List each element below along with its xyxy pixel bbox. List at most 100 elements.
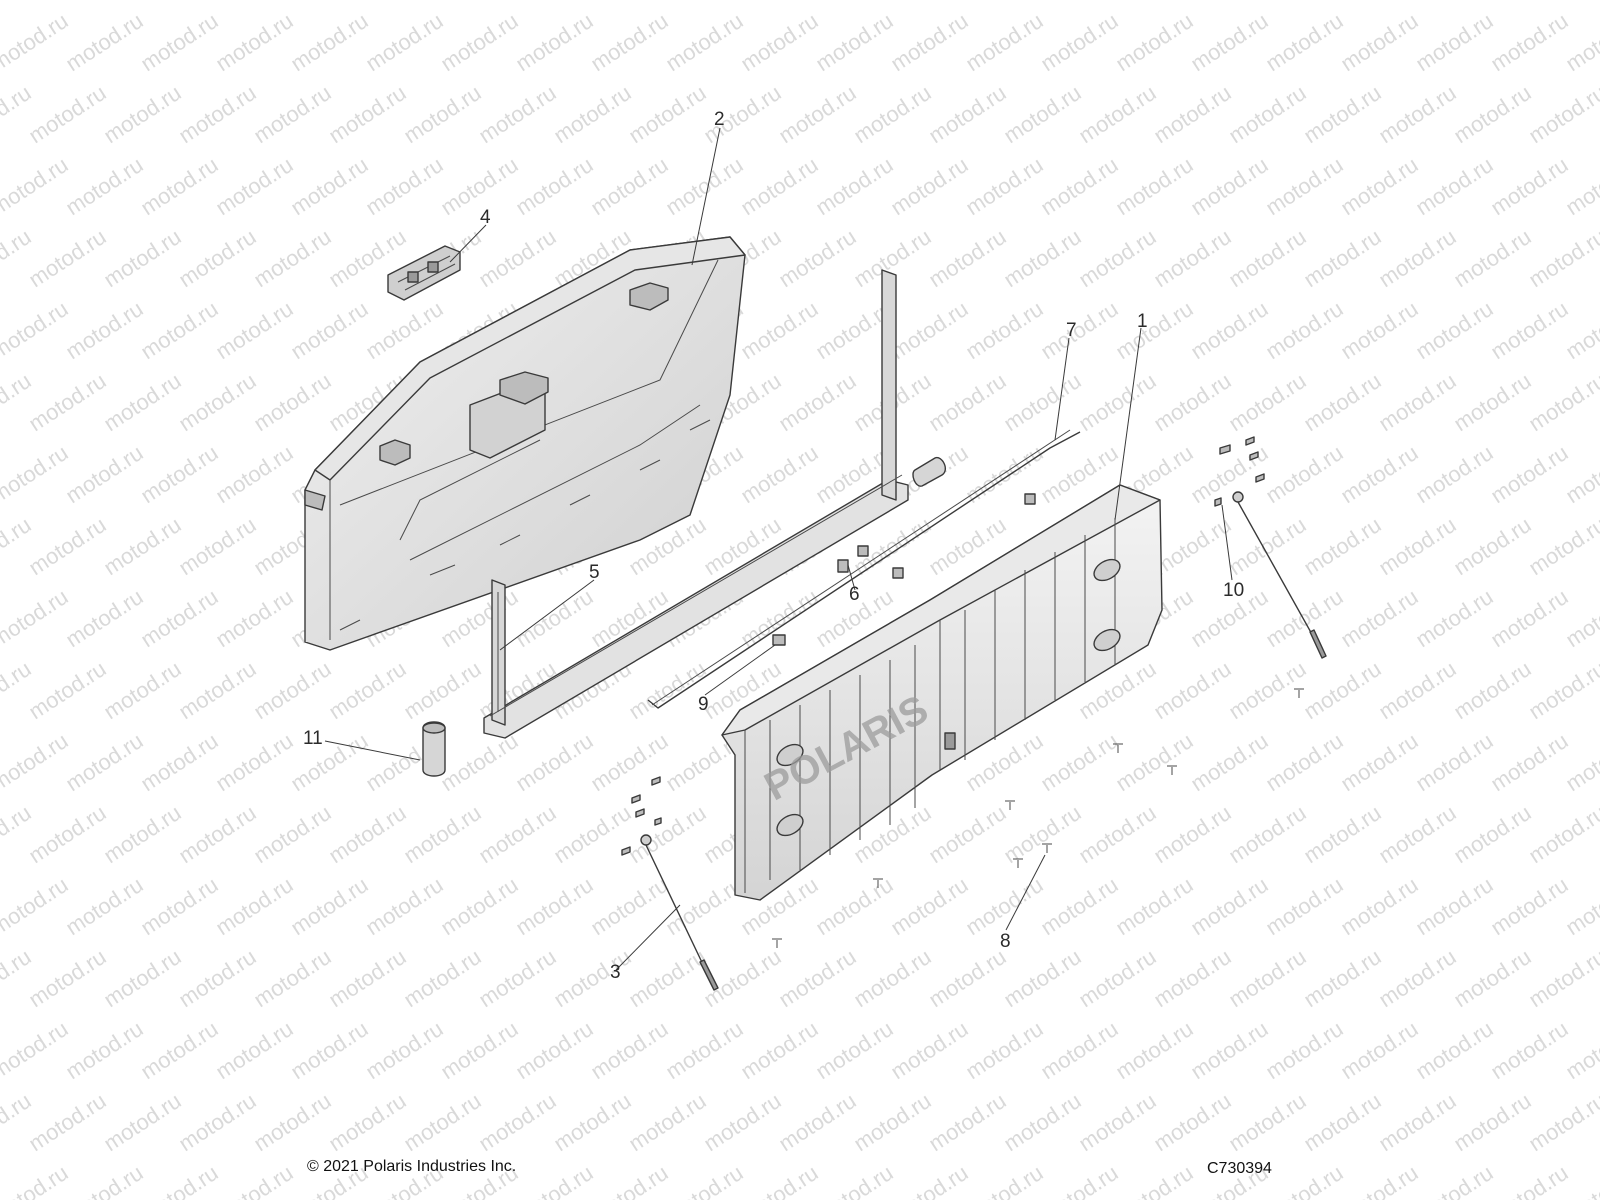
callout-2: 2: [714, 109, 725, 130]
watermark-text: motod.ru: [1411, 584, 1497, 652]
callout-10: 10: [1223, 580, 1244, 601]
watermark-text: motod.ru: [99, 80, 185, 148]
watermark-text: motod.ru: [99, 512, 185, 580]
watermark-text: motod.ru: [1524, 80, 1600, 148]
watermark-text: motod.ru: [511, 584, 597, 652]
watermark-text: motod.ru: [549, 800, 635, 868]
watermark-text: motod.ru: [1411, 8, 1497, 76]
watermark-text: motod.ru: [961, 296, 1047, 364]
watermark-text: motod.ru: [1449, 656, 1535, 724]
watermark-text: motod.ru: [286, 8, 372, 76]
watermark-text: motod.ru: [624, 0, 710, 4]
watermark-text: motod.ru: [136, 152, 222, 220]
callout-3: 3: [610, 962, 621, 983]
watermark-text: motod.ru: [1036, 1160, 1122, 1200]
watermark-text: motod.ru: [549, 1088, 635, 1156]
watermark-text: motod.ru: [1149, 80, 1235, 148]
part-inner-panel: [304, 236, 746, 651]
watermark-text: motod.ru: [961, 872, 1047, 940]
watermark-text: motod.ru: [61, 296, 147, 364]
watermark-text: motod.ru: [211, 8, 297, 76]
watermark-text: motod.ru: [24, 656, 110, 724]
watermark-text: motod.ru: [61, 872, 147, 940]
watermark-text: motod.ru: [811, 152, 897, 220]
watermark-text: motod.ru: [1449, 1088, 1535, 1156]
watermark-text: motod.ru: [886, 1016, 972, 1084]
watermark-text: motod.ru: [999, 80, 1085, 148]
watermark-text: motod.ru: [774, 1088, 860, 1156]
watermark-text: motod.ru: [1486, 440, 1572, 508]
watermark-text: motod.ru: [1074, 1088, 1160, 1156]
watermark-text: motod.ru: [1261, 1016, 1347, 1084]
watermark-text: motod.ru: [61, 440, 147, 508]
watermark-text: motod.ru: [136, 1160, 222, 1200]
watermark-text: motod.ru: [136, 728, 222, 796]
callout-numbers: 1 2 3 4 5 6 7 8 9 10 11: [303, 109, 1244, 983]
watermark-text: motod.ru: [1486, 8, 1572, 76]
watermark-text: motod.ru: [1486, 1160, 1572, 1200]
watermark-text: motod.ru: [1449, 0, 1535, 4]
watermark-text: motod.ru: [736, 440, 822, 508]
watermark-text: motod.ru: [624, 80, 710, 148]
part-cables: [640, 491, 1327, 991]
watermark-text: motod.ru: [774, 80, 860, 148]
watermark-text: motod.ru: [1149, 1088, 1235, 1156]
watermark-text: motod.ru: [1261, 584, 1347, 652]
watermark-text: motod.ru: [1074, 944, 1160, 1012]
watermark-text: motod.ru: [61, 584, 147, 652]
watermark-text: motod.ru: [174, 800, 260, 868]
watermark-text: motod.ru: [1561, 440, 1600, 508]
watermark-text: motod.ru: [1186, 1016, 1272, 1084]
part-latch: [387, 245, 461, 301]
callout-11: 11: [303, 728, 323, 749]
watermark-text: motod.ru: [549, 0, 635, 4]
watermark-text: motod.ru: [1224, 368, 1310, 436]
watermark-text: motod.ru: [1036, 296, 1122, 364]
watermark-text: motod.ru: [436, 8, 522, 76]
watermark-text: motod.ru: [999, 944, 1085, 1012]
watermark-text: motod.ru: [99, 0, 185, 4]
watermark-text: motod.ru: [399, 1088, 485, 1156]
watermark-text: motod.ru: [249, 0, 335, 4]
watermark-text: motod.ru: [1374, 80, 1460, 148]
watermark-text: motod.ru: [1299, 80, 1385, 148]
watermark-text: motod.ru: [174, 224, 260, 292]
watermark-text: motod.ru: [474, 224, 560, 292]
watermark-text: motod.ru: [1486, 1016, 1572, 1084]
watermark-text: motod.ru: [249, 80, 335, 148]
watermark-text: motod.ru: [661, 152, 747, 220]
watermark-text: motod.ru: [24, 512, 110, 580]
watermark-text: motod.ru: [699, 80, 785, 148]
watermark-text: motod.ru: [1411, 296, 1497, 364]
watermark-text: motod.ru: [361, 872, 447, 940]
watermark-text: motod.ru: [286, 152, 372, 220]
watermark-text: motod.ru: [661, 1016, 747, 1084]
watermark-text: motod.ru: [924, 944, 1010, 1012]
watermark-text: motod.ru: [61, 728, 147, 796]
watermark-text: motod.ru: [1449, 800, 1535, 868]
watermark-text: motod.ru: [1261, 872, 1347, 940]
watermark-text: motod.ru: [1299, 656, 1385, 724]
watermark-text: motod.ru: [324, 656, 410, 724]
watermark-text: motod.ru: [811, 872, 897, 940]
watermark-text: motod.ru: [174, 944, 260, 1012]
watermark-text: motod.ru: [1299, 0, 1385, 4]
part-bushings: [422, 456, 946, 777]
watermark-text: motod.ru: [211, 1160, 297, 1200]
watermark-text: motod.ru: [1336, 584, 1422, 652]
watermark-text: motod.ru: [174, 368, 260, 436]
watermark-text: motod.ru: [1411, 440, 1497, 508]
watermark-text: motod.ru: [1149, 0, 1235, 4]
watermark-text: motod.ru: [586, 872, 672, 940]
watermark-text: motod.ru: [1299, 368, 1385, 436]
watermark-text: motod.ru: [324, 800, 410, 868]
watermark-text: motod.ru: [99, 224, 185, 292]
watermark-text: motod.ru: [61, 152, 147, 220]
watermark-text: motod.ru: [1224, 224, 1310, 292]
watermark-text: motod.ru: [1224, 1088, 1310, 1156]
watermark-text: motod.ru: [511, 8, 597, 76]
watermark-text: motod.ru: [924, 80, 1010, 148]
watermark-text: motod.ru: [1561, 872, 1600, 940]
watermark-text: motod.ru: [1486, 584, 1572, 652]
